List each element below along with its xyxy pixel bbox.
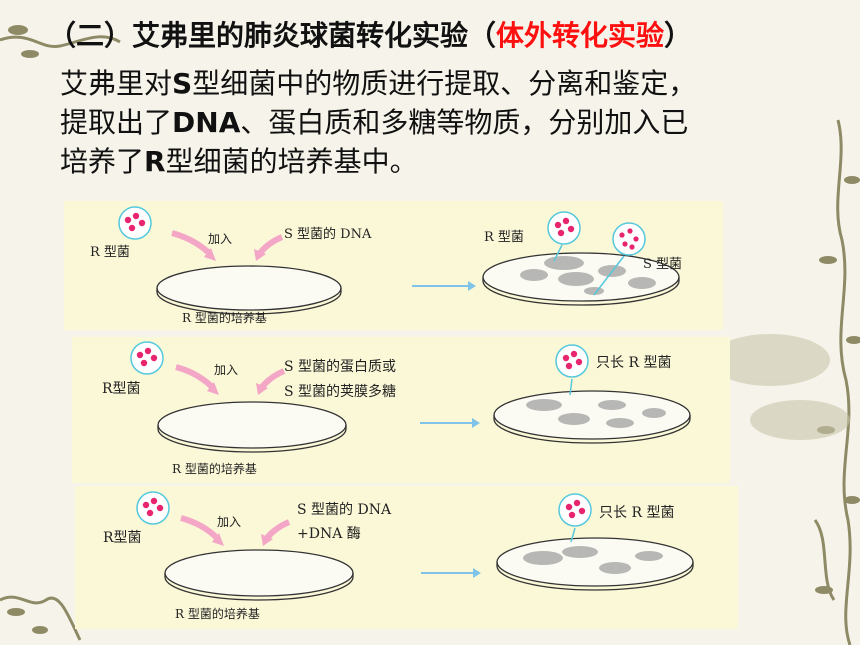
title-prefix: （二） xyxy=(48,19,133,52)
petri-dish-result xyxy=(482,252,680,306)
add-arrow-left xyxy=(175,364,215,390)
add-arrow-right xyxy=(259,368,286,389)
s-label-2: S 型菌的荚膜多糖 xyxy=(284,383,396,400)
para-l1c: 型细菌中的物质进行提取、分离和鉴定， xyxy=(192,67,697,100)
add-label: 加入 xyxy=(214,363,238,377)
para-l3c: 型细菌的培养基中。 xyxy=(165,145,418,178)
s-result-bubble xyxy=(593,222,646,296)
r-cell-bubble xyxy=(136,491,170,525)
process-arrow xyxy=(412,281,476,291)
para-l3a: 培养了 xyxy=(60,145,145,178)
r-label: R型菌 xyxy=(102,381,141,397)
experiment-panel-dna: R 型菌 加入 S 型菌的 DNA R 型菌的培养基 R 型菌 xyxy=(64,201,723,330)
petri-dish-medium xyxy=(156,265,342,315)
add-arrow-right-head xyxy=(254,249,266,261)
r-label: R型菌 xyxy=(103,530,142,546)
r-cell-bubble xyxy=(130,341,164,375)
add-arrow-right-head xyxy=(256,383,268,395)
title-main: 艾弗里的肺炎球菌转化实验（ xyxy=(132,19,497,52)
panel-1-diagram: R 型菌 加入 S 型菌的 DNA R 型菌的培养基 R 型菌 xyxy=(90,206,682,325)
s-label-1: S 型菌的蛋白质或 xyxy=(284,359,396,375)
add-label: 加入 xyxy=(208,232,232,246)
add-arrow-right xyxy=(264,519,291,540)
add-arrow-right xyxy=(257,234,284,255)
para-l2b: DNA xyxy=(172,106,241,139)
intro-paragraph: 艾弗里对S型细菌中的物质进行提取、分离和鉴定， 提取出了DNA、蛋白质和多糖等物质… xyxy=(60,64,820,181)
add-label: 加入 xyxy=(217,515,241,529)
result-label-1: R 型菌 xyxy=(484,230,524,245)
panel-3-diagram: R型菌 加入 S 型菌的 DNA +DNA 酶 R 型菌的培养基 xyxy=(103,491,694,621)
add-arrow-left xyxy=(180,515,220,541)
petri-dish-result xyxy=(493,390,691,444)
r-result-bubble xyxy=(547,211,581,262)
petri-dish-medium xyxy=(164,549,354,601)
process-arrow xyxy=(420,418,480,428)
title-highlight: 体外转化实验 xyxy=(496,19,665,52)
result-label-1: 只长 R 型菌 xyxy=(599,505,674,521)
panel-2-diagram: R型菌 加入 S 型菌的蛋白质或 S 型菌的荚膜多糖 R 型菌的培养基 xyxy=(102,341,691,476)
add-arrow-left xyxy=(171,230,212,256)
para-l3b: R xyxy=(144,145,166,178)
s-label-1: S 型菌的 DNA xyxy=(297,502,392,518)
result-label-1: 只长 R 型菌 xyxy=(596,355,671,371)
result-label-2: S 型菌 xyxy=(643,257,682,272)
para-l2c: 、蛋白质和多糖等物质，分别加入已 xyxy=(240,106,689,139)
slide-title: （二）艾弗里的肺炎球菌转化实验（体外转化实验） xyxy=(48,14,692,54)
petri-dish-medium xyxy=(157,401,347,453)
add-arrow-right-head xyxy=(261,534,273,546)
r-result-bubble xyxy=(558,493,592,543)
add-arrow-left-head xyxy=(207,382,219,395)
para-l1a: 艾弗里对 xyxy=(60,67,173,100)
r-cell-bubble xyxy=(118,206,152,240)
add-arrow-left-head xyxy=(212,533,224,546)
para-l2a: 提取出了 xyxy=(60,106,173,139)
experiment-panel-protein: R型菌 加入 S 型菌的蛋白质或 S 型菌的荚膜多糖 R 型菌的培养基 xyxy=(72,337,730,483)
s-label-1: S 型菌的 DNA xyxy=(284,226,372,242)
medium-label: R 型菌的培养基 xyxy=(172,461,257,476)
s-label-2: +DNA 酶 xyxy=(297,526,361,542)
process-arrow xyxy=(421,568,481,578)
experiment-panel-dnase: R型菌 加入 S 型菌的 DNA +DNA 酶 R 型菌的培养基 xyxy=(75,486,738,629)
add-arrow-left-head xyxy=(204,248,216,261)
para-l1b: S xyxy=(172,67,193,100)
medium-label: R 型菌的培养基 xyxy=(182,310,267,325)
r-result-bubble xyxy=(555,344,589,396)
medium-label: R 型菌的培养基 xyxy=(175,606,260,621)
title-suffix: ） xyxy=(664,19,693,52)
r-label: R 型菌 xyxy=(90,245,130,260)
petri-dish-result xyxy=(496,537,694,591)
